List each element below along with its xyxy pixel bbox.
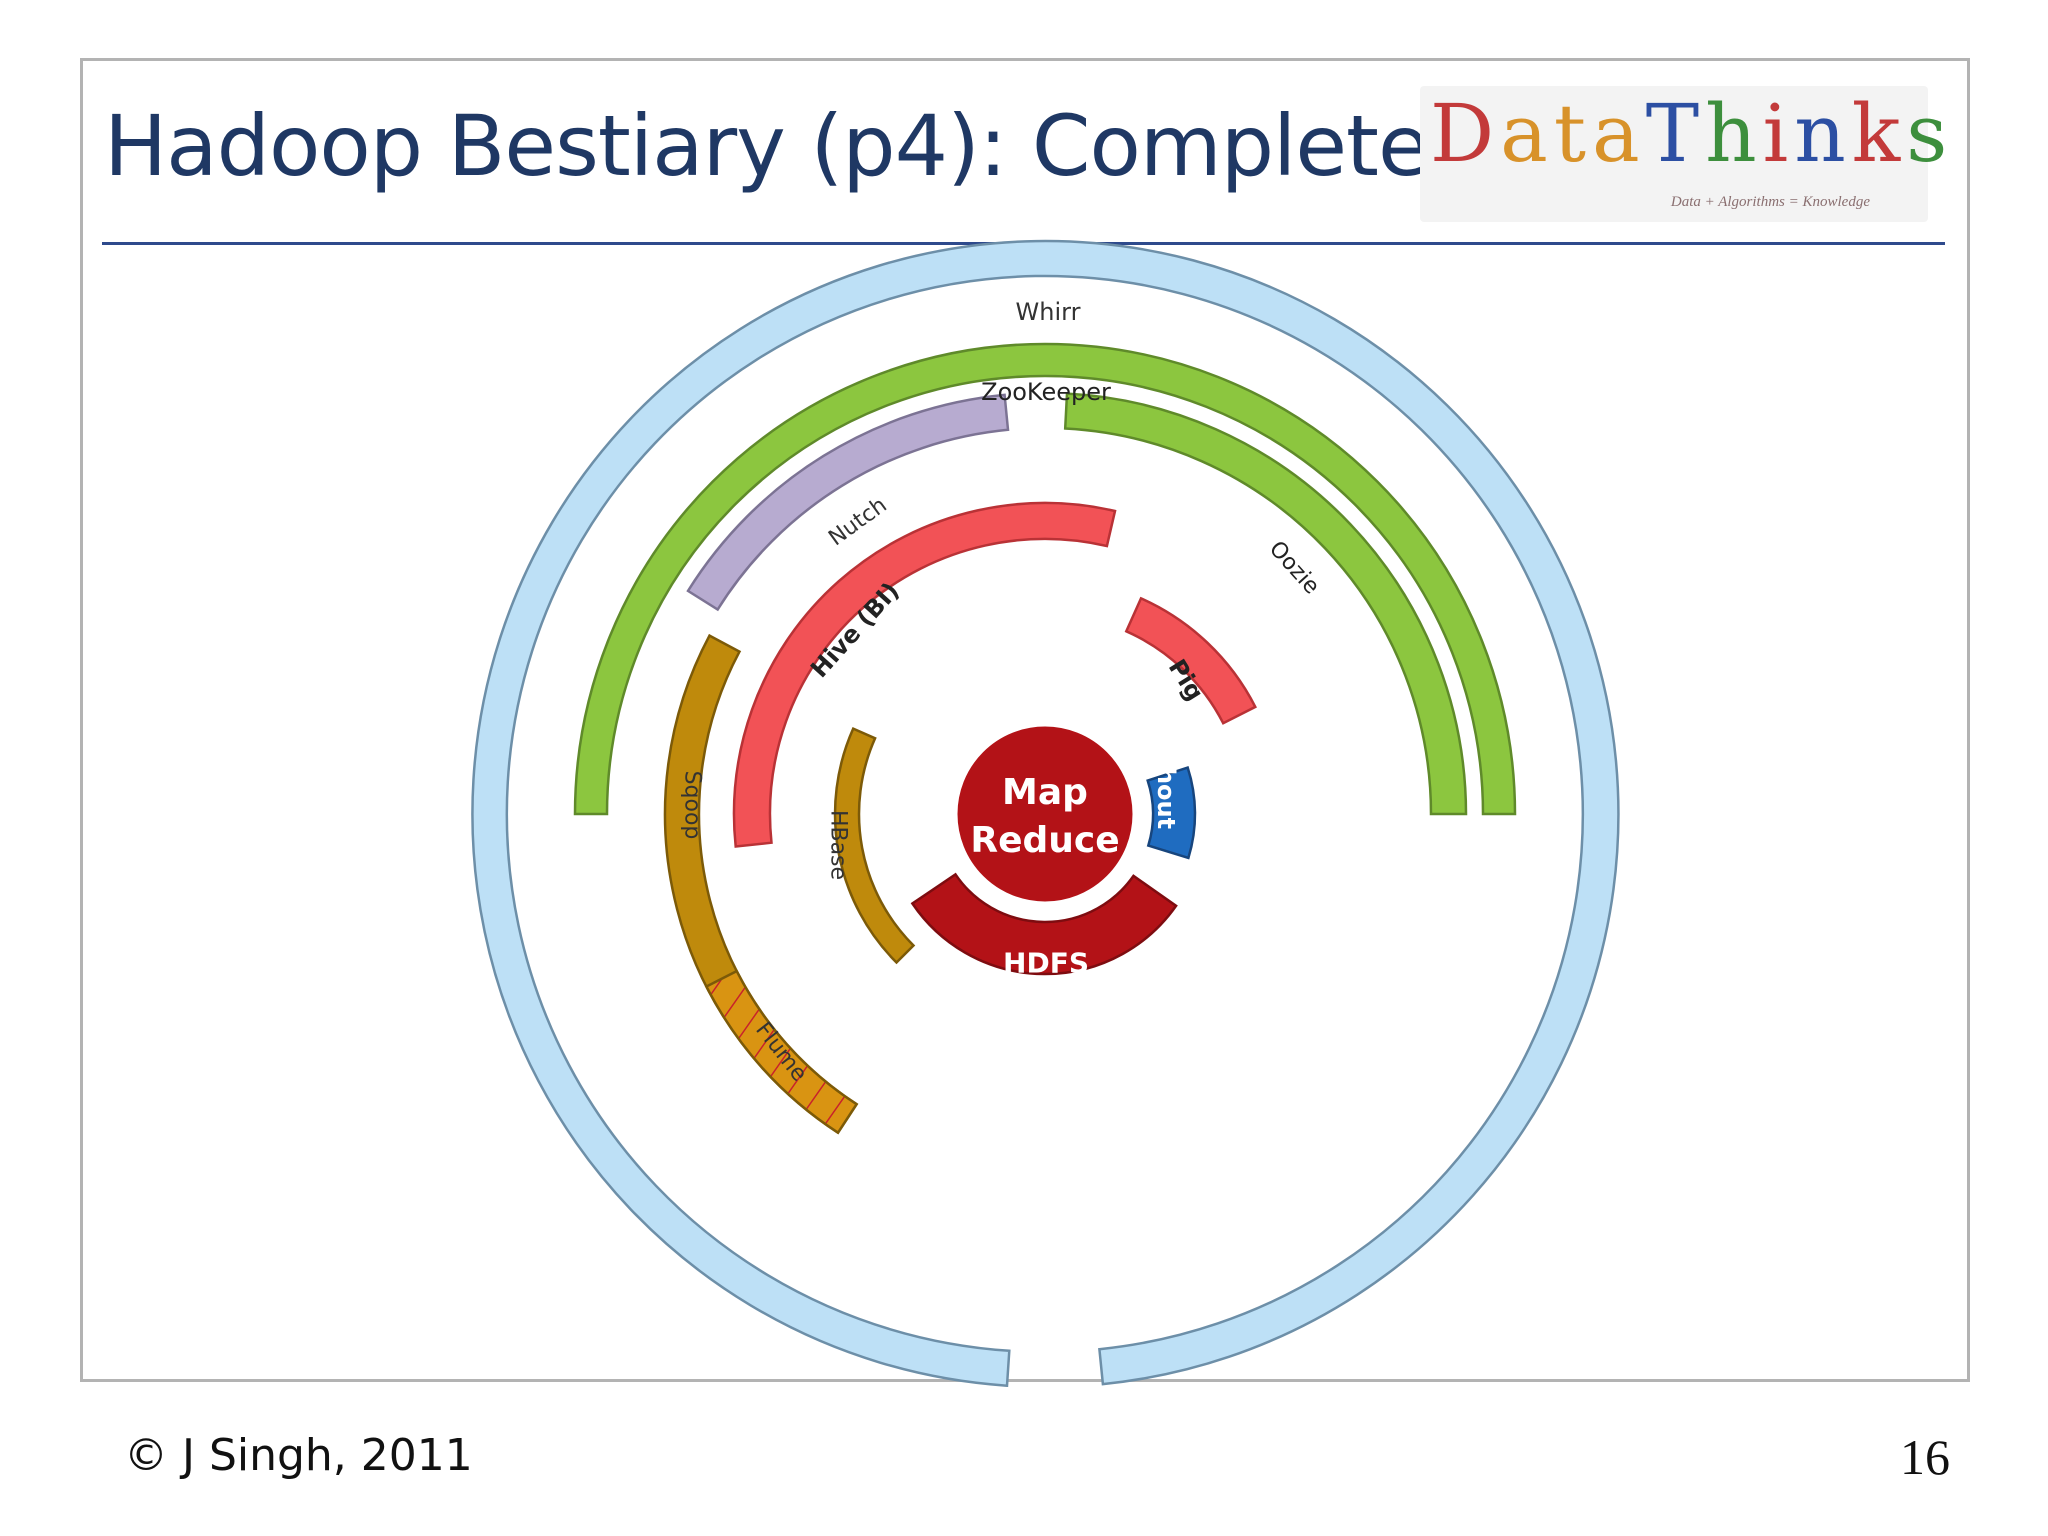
whirr-ring (471, 239, 1620, 1388)
nutch-band (686, 393, 1010, 612)
hdfs-band (910, 872, 1178, 976)
mahout-band (1146, 766, 1197, 860)
mapreduce-label-line2: Reduce (970, 820, 1119, 861)
whirr-label: Whirr (1016, 298, 1081, 326)
pig-band (1124, 596, 1257, 725)
logo-letter: k (1851, 87, 1907, 180)
logo-letter: a (1500, 87, 1554, 180)
logo-letter: T (1645, 87, 1706, 180)
flume-band (704, 969, 859, 1135)
mahout-label: Mahout (1152, 727, 1180, 829)
logo-letter: i (1762, 87, 1795, 180)
zookeeper-label: ZooKeeper (981, 378, 1111, 406)
oozie-band (1063, 392, 1468, 816)
nutch-label: Nutch (824, 493, 891, 551)
logo-tagline: Data + Algorithms = Knowledge (1670, 194, 1870, 210)
mapreduce-label-line1: Map (1002, 772, 1088, 813)
logo-letter: h (1705, 87, 1763, 180)
datathinks-logo: DataThinks Data + Algorithms = Knowledge (1420, 86, 1947, 222)
slide-frame (80, 58, 1970, 1382)
hbase-band (833, 726, 916, 965)
logo-letter: n (1794, 87, 1852, 180)
sqoop-label: Sqoop (680, 771, 705, 840)
logo-letter: D (1430, 87, 1501, 180)
hdfs-label: HDFS (1003, 947, 1089, 980)
mapreduce-core (952, 721, 1138, 907)
footer-copyright: © J Singh, 2011 (124, 1430, 473, 1481)
hive-band (732, 501, 1117, 848)
zookeeper-band (573, 342, 1517, 816)
logo-letter: s (1906, 87, 1954, 180)
hbase-label: HBase (826, 810, 851, 880)
logo-letter: a (1592, 87, 1646, 180)
logo-letter: t (1553, 87, 1592, 180)
oozie-label: Oozie (1264, 537, 1324, 600)
logo-wordmark: DataThinks (1430, 94, 1953, 174)
page-number: 16 (1900, 1429, 1950, 1485)
